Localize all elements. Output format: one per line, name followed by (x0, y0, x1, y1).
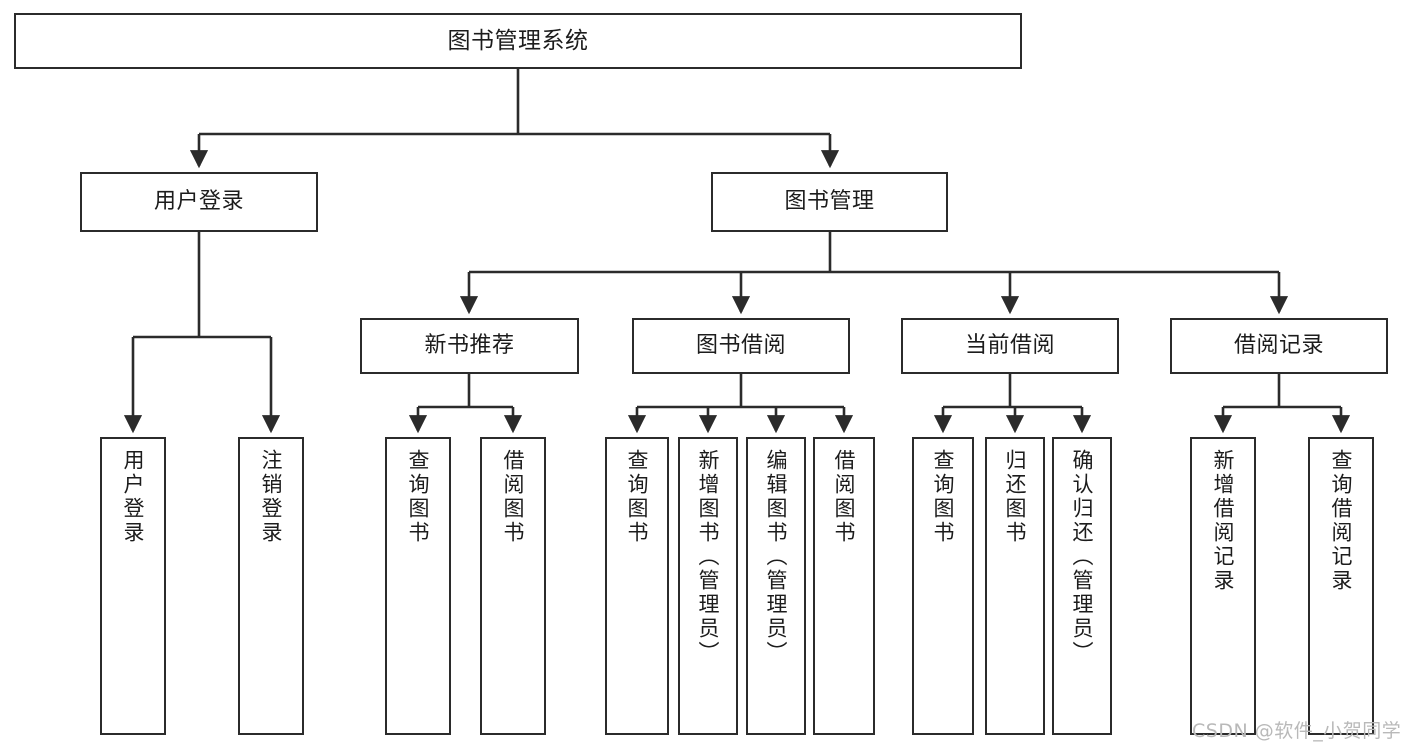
node-leaf-query-book-3-label: 查询图书 (931, 449, 956, 545)
node-borrow-record[interactable]: 借阅记录 (1170, 318, 1388, 374)
node-leaf-add-book-admin-label: 新增图书（管理员） (696, 449, 721, 665)
node-leaf-query-book-1[interactable]: 查询图书 (385, 437, 451, 735)
node-book-manage[interactable]: 图书管理 (711, 172, 948, 232)
node-borrow-record-label: 借阅记录 (1233, 333, 1324, 359)
node-leaf-borrow-book-1[interactable]: 借阅图书 (480, 437, 546, 735)
node-leaf-borrow-book-1-label: 借阅图书 (501, 449, 526, 545)
node-leaf-borrow-book-2-label: 借阅图书 (832, 449, 857, 545)
node-leaf-edit-book-admin[interactable]: 编辑图书（管理员） (746, 437, 806, 735)
node-leaf-query-book-2-label: 查询图书 (625, 449, 650, 545)
node-root-label: 图书管理系统 (447, 27, 589, 54)
node-user-login-label: 用户登录 (153, 189, 244, 215)
node-leaf-add-borrow-record-label: 新增借阅记录 (1211, 449, 1236, 593)
node-leaf-add-borrow-record[interactable]: 新增借阅记录 (1190, 437, 1256, 735)
node-leaf-borrow-book-2[interactable]: 借阅图书 (813, 437, 875, 735)
node-leaf-query-book-2[interactable]: 查询图书 (605, 437, 669, 735)
node-leaf-edit-book-admin-label: 编辑图书（管理员） (764, 449, 789, 665)
node-leaf-user-logout-label: 注销登录 (259, 449, 284, 545)
node-leaf-confirm-return-admin[interactable]: 确认归还（管理员） (1052, 437, 1112, 735)
node-new-book-rec[interactable]: 新书推荐 (360, 318, 579, 374)
node-leaf-confirm-return-admin-label: 确认归还（管理员） (1070, 449, 1095, 665)
node-book-borrow[interactable]: 图书借阅 (632, 318, 850, 374)
node-book-manage-label: 图书管理 (784, 189, 875, 215)
node-current-borrow[interactable]: 当前借阅 (901, 318, 1119, 374)
node-leaf-query-book-1-label: 查询图书 (406, 449, 431, 545)
node-leaf-user-login-label: 用户登录 (121, 449, 146, 545)
node-leaf-return-book-label: 归还图书 (1003, 449, 1028, 545)
node-root[interactable]: 图书管理系统 (14, 13, 1022, 69)
node-leaf-user-login[interactable]: 用户登录 (100, 437, 166, 735)
node-leaf-query-borrow-record-label: 查询借阅记录 (1329, 449, 1354, 593)
node-user-login[interactable]: 用户登录 (80, 172, 318, 232)
node-leaf-user-logout[interactable]: 注销登录 (238, 437, 304, 735)
node-book-borrow-label: 图书借阅 (695, 333, 786, 359)
node-leaf-query-book-3[interactable]: 查询图书 (912, 437, 974, 735)
csdn-watermark: CSDN @软件_小贺同学 (1192, 720, 1402, 742)
node-leaf-query-borrow-record[interactable]: 查询借阅记录 (1308, 437, 1374, 735)
node-current-borrow-label: 当前借阅 (964, 333, 1055, 359)
node-new-book-rec-label: 新书推荐 (424, 333, 515, 359)
node-leaf-return-book[interactable]: 归还图书 (985, 437, 1045, 735)
node-leaf-add-book-admin[interactable]: 新增图书（管理员） (678, 437, 738, 735)
